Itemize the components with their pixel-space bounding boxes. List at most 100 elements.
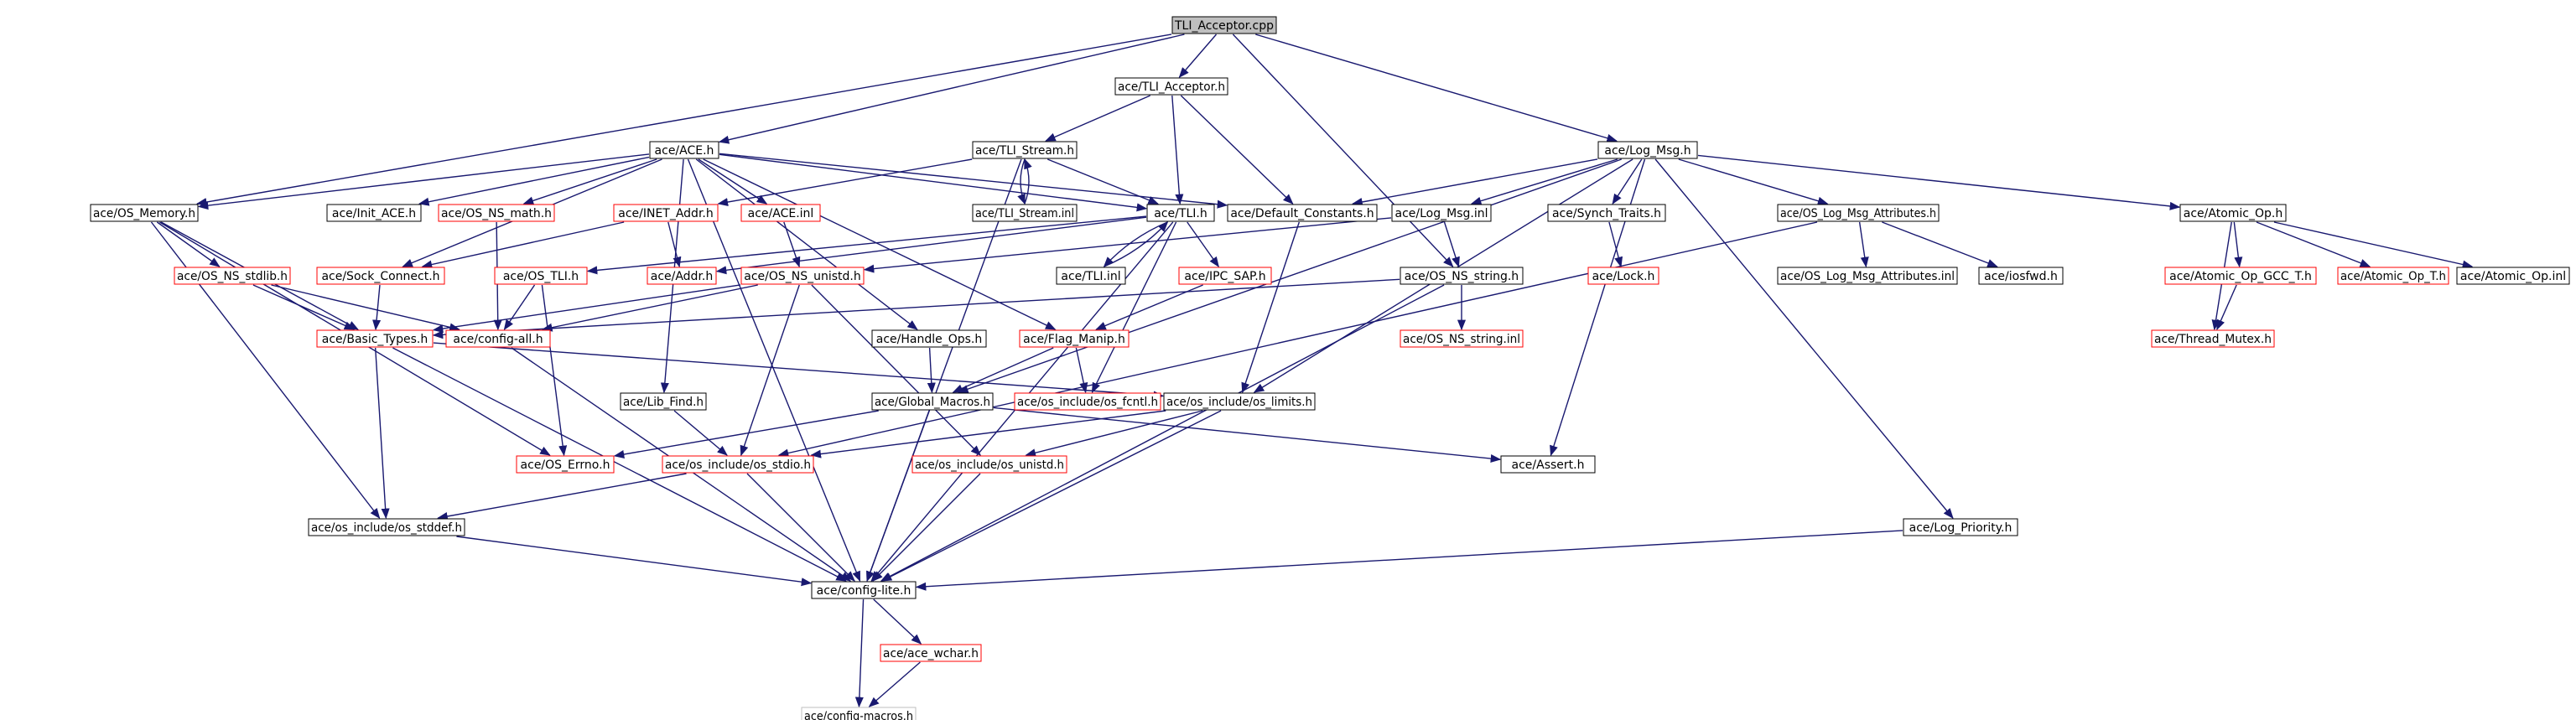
- node-os-ns-math-h[interactable]: ace/OS_NS_math.h: [438, 204, 555, 222]
- node-box: [801, 707, 917, 720]
- node-label: ace/Lock.h: [1592, 270, 1655, 283]
- node-box: [1597, 141, 1698, 159]
- node-ace-wchar-h[interactable]: ace/ace_wchar.h: [880, 644, 982, 662]
- edge-os_ns_stdlib_h-to-config_all_h: [271, 284, 460, 332]
- node-default-constants-h[interactable]: ace/Default_Constants.h: [1227, 204, 1378, 222]
- node-ace-h[interactable]: ace/ACE.h: [649, 141, 719, 159]
- node-label: ace/OS_TLI.h: [503, 270, 579, 283]
- edge-log_msg_h-to-synch_traits_h: [1612, 158, 1643, 205]
- node-synch-traits-h[interactable]: ace/Synch_Traits.h: [1547, 204, 1666, 222]
- node-box: [1019, 329, 1130, 348]
- node-config-macros-h[interactable]: ace/config-macros.h: [801, 707, 917, 720]
- node-box: [1587, 267, 1659, 285]
- node-os-stdio-h[interactable]: ace/os_include/os_stdio.h: [662, 455, 814, 474]
- node-label: ace/OS_NS_stdlib.h: [177, 270, 288, 283]
- edge-os_ns_unistd_h-to-os_stdio_h: [740, 284, 800, 457]
- edge-tliacc_h-to-tli_stream_h: [1045, 95, 1150, 142]
- node-basic-types-h[interactable]: ace/Basic_Types.h: [316, 329, 434, 348]
- node-assert-h[interactable]: ace/Assert.h: [1500, 455, 1596, 474]
- node-label: ace/TLI.h: [1154, 207, 1207, 220]
- node-box: [326, 204, 422, 222]
- node-label: ace/OS_Memory.h: [93, 207, 195, 220]
- edge-os_ns_unistd_h-to-config_all_h: [542, 284, 758, 332]
- edge-ace_h-to-init_ace_h: [418, 156, 650, 206]
- node-handle-ops-h[interactable]: ace/Handle_Ops.h: [871, 329, 987, 348]
- node-os-ns-stdlib-h[interactable]: ace/OS_NS_stdlib.h: [174, 267, 291, 285]
- node-log-msg-h[interactable]: ace/Log_Msg.h: [1597, 141, 1698, 159]
- node-label: ace/os_include/os_limits.h: [1166, 396, 1312, 409]
- edge-os_log_msg_attr_h-to-os_log_msg_attr_inl: [1858, 221, 1869, 268]
- node-flag-manip-h[interactable]: ace/Flag_Manip.h: [1019, 329, 1130, 348]
- node-label: ace/Atomic_Op_T.h: [2340, 270, 2446, 283]
- node-label: ace/OS_Errno.h: [521, 458, 610, 472]
- node-lock-h[interactable]: ace/Lock.h: [1587, 267, 1659, 285]
- node-config-all-h[interactable]: ace/config-all.h: [445, 329, 551, 348]
- node-os-ns-unistd-h[interactable]: ace/OS_NS_unistd.h: [740, 267, 865, 285]
- node-global-macros-h[interactable]: ace/Global_Macros.h: [871, 392, 994, 411]
- node-iosfwd-h[interactable]: ace/iosfwd.h: [1978, 267, 2064, 285]
- node-label: ace/Default_Constants.h: [1230, 207, 1374, 220]
- node-box: [647, 267, 717, 285]
- node-lib-find-h[interactable]: ace/Lib_Find.h: [620, 392, 707, 411]
- node-inet-addr-h[interactable]: ace/INET_Addr.h: [613, 204, 719, 222]
- edge-tli_stream_h-to-inet_addr_h: [717, 158, 973, 207]
- node-os-log-msg-attr-h[interactable]: ace/OS_Log_Msg_Attributes.h: [1777, 204, 1940, 222]
- node-config-lite-h[interactable]: ace/config-lite.h: [811, 581, 917, 599]
- edge-default_constants_h-to-os_limits_h: [1241, 221, 1300, 394]
- node-label: ace/Synch_Traits.h: [1552, 207, 1661, 220]
- node-tli-stream-h[interactable]: ace/TLI_Stream.h: [972, 141, 1078, 159]
- node-box: [2179, 204, 2287, 222]
- node-os-errno-h[interactable]: ace/OS_Errno.h: [516, 455, 615, 474]
- node-tli-inl[interactable]: ace/TLI.inl: [1056, 267, 1126, 285]
- edge-ace_h-to-os_memory_h: [197, 153, 650, 210]
- node-init-ace-h[interactable]: ace/Init_ACE.h: [326, 204, 422, 222]
- edge-handle_ops_h-to-global_macros_h: [927, 347, 936, 394]
- node-tli-stream-inl[interactable]: ace/TLI_Stream.inl: [972, 204, 1078, 222]
- node-thread-mutex-h[interactable]: ace/Thread_Mutex.h: [2151, 329, 2275, 348]
- node-log-priority-h[interactable]: ace/Log_Priority.h: [1903, 518, 2018, 536]
- node-box: [662, 455, 814, 474]
- node-box: [972, 141, 1078, 159]
- node-atomic-op-h[interactable]: ace/Atomic_Op.h: [2179, 204, 2287, 222]
- node-box: [494, 267, 588, 285]
- edge-log_msg_h-to-default_constants_h: [1352, 158, 1598, 206]
- node-os-log-msg-attr-inl[interactable]: ace/OS_Log_Msg_Attributes.inl: [1777, 267, 1958, 285]
- edge-sock_connect_h-to-basic_types_h: [372, 284, 382, 331]
- node-addr-h[interactable]: ace/Addr.h: [647, 267, 717, 285]
- edge-tli_h-to-addr_h: [715, 216, 1147, 275]
- node-os-limits-h[interactable]: ace/os_include/os_limits.h: [1163, 392, 1316, 411]
- edge-os_tli_h-to-os_errno_h: [541, 284, 568, 457]
- node-label: ace/Sock_Connect.h: [321, 270, 439, 283]
- edge-os_log_msg_attr_h-to-os_stdio_h: [777, 221, 1818, 458]
- node-os-stddef-h[interactable]: ace/os_include/os_stddef.h: [308, 518, 465, 536]
- node-atomic-op-inl[interactable]: ace/Atomic_Op.inl: [2456, 267, 2570, 285]
- node-ipc-sap-h[interactable]: ace/IPC_SAP.h: [1178, 267, 1272, 285]
- node-os-memory-h[interactable]: ace/OS_Memory.h: [90, 204, 199, 222]
- node-atomic-op-gcc-t-h[interactable]: ace/Atomic_Op_GCC_T.h: [2164, 267, 2317, 285]
- node-ace-inl[interactable]: ace/ACE.inl: [740, 204, 821, 222]
- node-os-fcntl-h[interactable]: ace/os_include/os_fcntl.h: [1014, 392, 1161, 411]
- node-box: [811, 581, 917, 599]
- node-box: [2337, 267, 2449, 285]
- edge-os_limits_h-to-os_stdio_h: [810, 410, 1166, 458]
- edge-inet_addr_h-to-sock_connect_h: [421, 221, 625, 269]
- node-box: [90, 204, 199, 222]
- node-label: ace/Global_Macros.h: [875, 396, 990, 409]
- node-root[interactable]: TLI_Acceptor.cpp: [1171, 16, 1277, 34]
- node-tliacc-h[interactable]: ace/TLI_Acceptor.h: [1114, 77, 1228, 96]
- node-os-unistd-h[interactable]: ace/os_include/os_unistd.h: [911, 455, 1067, 474]
- node-label: ace/OS_Log_Msg_Attributes.inl: [1780, 270, 1955, 283]
- node-atomic-op-t-h[interactable]: ace/Atomic_Op_T.h: [2337, 267, 2449, 285]
- node-sock-connect-h[interactable]: ace/Sock_Connect.h: [316, 267, 445, 285]
- node-label: ace/Thread_Mutex.h: [2154, 333, 2272, 346]
- node-box: [1978, 267, 2064, 285]
- node-os-tli-h[interactable]: ace/OS_TLI.h: [494, 267, 588, 285]
- node-log-msg-inl[interactable]: ace/Log_Msg.inl: [1391, 204, 1492, 222]
- node-tli-h[interactable]: ace/TLI.h: [1146, 204, 1215, 222]
- node-os-ns-string-h[interactable]: ace/OS_NS_string.h: [1400, 267, 1524, 285]
- node-label: ace/Init_ACE.h: [332, 207, 416, 220]
- node-os-ns-string-inl[interactable]: ace/OS_NS_string.inl: [1400, 329, 1524, 348]
- edge-os_memory_h-to-os_stddef_h: [150, 221, 381, 519]
- node-box: [613, 204, 719, 222]
